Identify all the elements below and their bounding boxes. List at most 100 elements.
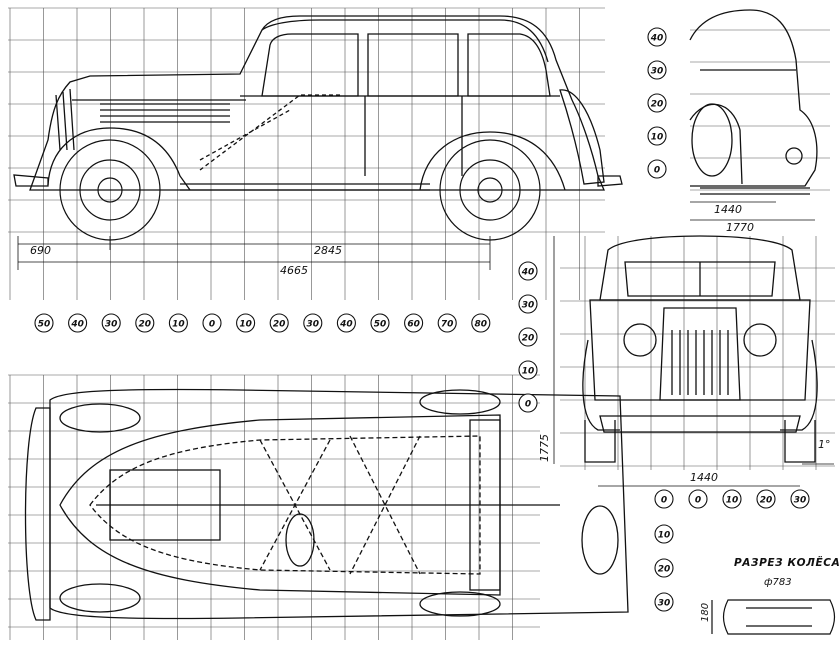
front-headlamp-right [743,323,777,357]
scale-mark-label: 70 [441,320,454,330]
scale-mark-label: 0 [661,496,667,506]
plan-top-mark: 70 [437,313,457,333]
plan-top-mark: 50 [34,313,54,333]
wheel-section-width: 180 [700,603,711,622]
front-headlamp-left [623,323,657,357]
scale-mark-circle [647,27,667,47]
front-scale-mark: 20 [518,327,538,347]
plan-view [24,388,629,621]
side-running-board [180,183,430,191]
plan-front-wheel-bottom [59,583,141,613]
scale-mark-label: 20 [273,320,286,330]
plan-top-mark: 40 [336,313,356,333]
side-rear-wheel-hub [477,177,503,203]
front-bottom-mark: 30 [790,489,810,509]
plan-body-outline [49,388,629,620]
plan-rear-wheel-top [419,389,501,415]
scale-mark-circle [471,313,491,333]
scale-mark-label: 10 [658,531,671,541]
front-roof [599,235,801,301]
front-bottom-mark: 0 [654,489,674,509]
front-grille-bars [671,330,729,395]
plan-top-mark: 30 [303,313,323,333]
scale-mark-label: 30 [651,67,664,77]
front-bottom-mark: 10 [722,489,742,509]
front-body [589,299,811,401]
side-spare-wheel [559,89,605,185]
scale-mark-circle [688,489,708,509]
wheel-section-title: РАЗРЕЗ КОЛЁСА [734,555,840,569]
scale-mark-circle [236,313,256,333]
front-bottom-mark: 0 [688,489,708,509]
scale-mark-label: 30 [658,599,671,609]
scale-mark-label: 0 [695,496,701,506]
scale-mark-circle [336,313,356,333]
front-wheel-left [584,420,616,463]
reference-grid [8,7,835,640]
plan-top-mark: 20 [269,313,289,333]
side-dimensions [17,236,491,270]
scale-mark-circle [790,489,810,509]
scale-mark-label: 10 [172,320,185,330]
side-body-outline [29,15,605,191]
scale-mark-circle [518,294,538,314]
scale-mark-circle [404,313,424,333]
plan-top-mark: 50 [370,313,390,333]
plan-rear-axle [469,419,501,591]
side-front-wheel-hub [97,177,123,203]
rear-scale-mark: 10 [647,126,667,146]
side-roof-line [261,19,549,63]
side-hood-vents [100,103,230,123]
dim-label-front-track: 1440 [690,471,718,484]
side-window-mid [367,33,459,97]
side-view [13,15,623,191]
wheel-section-rim [746,607,812,627]
plan-top-mark: 10 [236,313,256,333]
scale-mark-label: 80 [475,320,488,330]
plan-top-mark: 80 [471,313,491,333]
rear-scale-mark: 30 [647,60,667,80]
front-dimensions [553,236,834,487]
front-bumper [599,415,801,433]
scale-mark-label: 30 [105,320,118,330]
scale-mark-label: 30 [522,301,535,311]
scale-mark-circle [647,93,667,113]
plan-exhaust-muffler [285,513,315,567]
scale-mark-label: 40 [521,268,535,278]
front-fender-left [582,339,620,431]
plan-top-mark: 40 [68,313,88,333]
front-scale-mark: 10 [518,360,538,380]
scale-mark-label: 20 [760,496,773,506]
plan-spare-wheel [581,505,619,575]
scale-mark-circle [654,524,674,544]
plan-right-mark: 20 [654,558,674,578]
plan-right-mark: 30 [654,592,674,612]
rear-wheel-arch [689,103,743,185]
dim-label-front-overhang: 690 [30,244,51,257]
side-front-wheel-rim [79,159,141,221]
scale-mark-circle [101,313,121,333]
front-grille [659,307,741,401]
dim-label-front-height: 1775 [538,434,551,462]
side-door-line [364,96,463,176]
front-scale-mark: 0 [518,393,538,413]
side-chassis-diagonal [199,94,340,171]
dim-label-rear-width: 1770 [726,221,754,234]
scale-mark-circle [518,393,538,413]
scale-mark-circle [269,313,289,333]
scale-mark-label: 40 [70,320,84,330]
rear-bumper [700,187,810,195]
scale-mark-label: 0 [209,320,215,330]
plan-top-mark: 20 [135,313,155,333]
scale-mark-label: 10 [726,496,739,506]
scale-mark-circle [756,489,776,509]
front-view [582,235,818,463]
plan-x-member-2 [349,435,421,575]
side-rear-bumper [597,175,623,187]
scale-mark-label: 40 [339,320,353,330]
scale-mark-circle [654,592,674,612]
side-rear-fender [419,131,566,191]
dim-label-camber-angle: 1° [818,438,831,451]
scale-mark-circle [647,159,667,179]
wheel-section-diameter: ф783 [764,577,792,588]
